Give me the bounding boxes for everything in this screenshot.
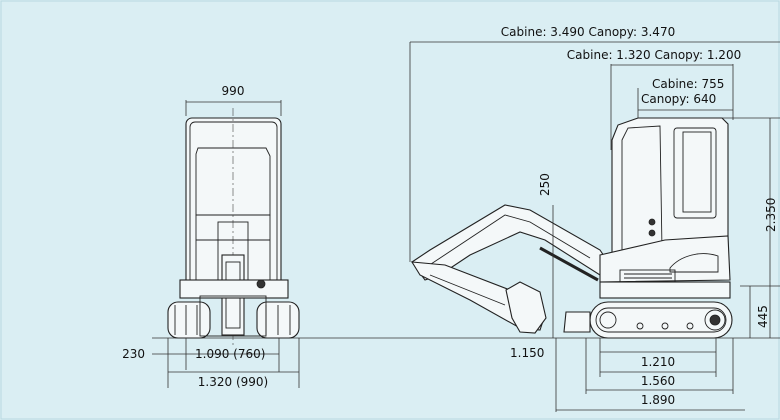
bucket — [505, 281, 547, 334]
dim-rear-to-slew: Cabine: 1.320 Canopy: 1.200 — [567, 48, 741, 62]
dim-overall-height: 2.350 — [764, 198, 778, 232]
dim-front-overall-width: 1.320 (990) — [198, 375, 268, 389]
dim-front-width: 990 — [222, 84, 245, 98]
front-view-excavator — [167, 108, 300, 345]
dim-rear-overhang-cabine: Cabine: 755 — [652, 77, 724, 91]
dim-overall-length: Cabine: 3.490 Canopy: 3.470 — [501, 25, 675, 39]
dim-undercarriage-length: 1.890 — [641, 393, 675, 407]
dim-front-track-width: 1.090 (760) — [195, 347, 265, 361]
dim-boom-height: 250 — [538, 173, 552, 196]
front-dimensions: 990 230 1.090 (760) 1.320 (990) — [122, 84, 300, 389]
dim-ground-offset: 230 — [122, 347, 145, 361]
side-dimensions: Cabine: 3.490 Canopy: 3.470 Cabine: 1.32… — [409, 25, 780, 412]
dim-blade-reach: 1.150 — [510, 346, 544, 360]
front-left-track — [167, 301, 211, 339]
side-view-excavator — [410, 117, 733, 339]
dim-track-length: 1.560 — [641, 374, 675, 388]
dim-rear-overhang-canopy: Canopy: 640 — [641, 92, 716, 106]
dim-ground-clearance: 445 — [756, 305, 770, 328]
dim-track-center: 1.210 — [641, 355, 675, 369]
